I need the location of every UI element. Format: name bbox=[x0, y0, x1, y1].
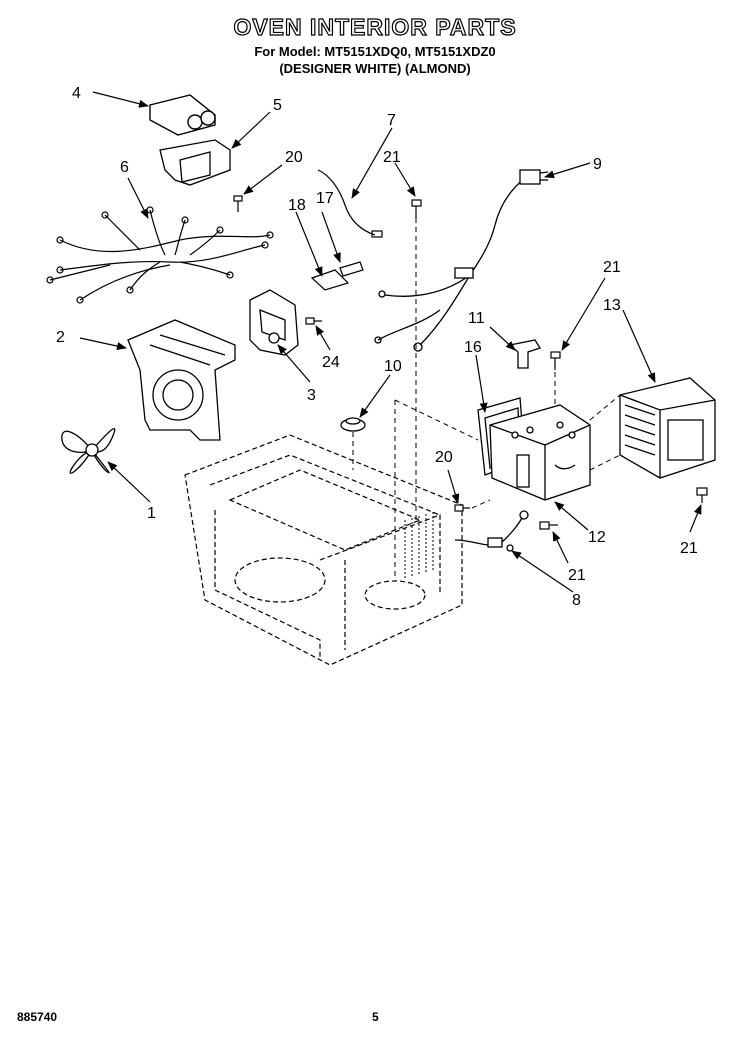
capacitor bbox=[149, 94, 216, 136]
wire-7 bbox=[317, 169, 383, 238]
callout-8: 8 bbox=[572, 592, 581, 609]
callout-20-lower: 20 bbox=[435, 449, 453, 466]
callout-11: 11 bbox=[468, 310, 485, 327]
callout-7: 7 bbox=[387, 112, 396, 129]
callout-5: 5 bbox=[273, 97, 282, 114]
callout-12: 12 bbox=[588, 529, 606, 546]
callout-18: 18 bbox=[288, 197, 306, 214]
thermal-fuse bbox=[508, 339, 541, 369]
callout-21-top: 21 bbox=[383, 149, 401, 166]
callout-17: 17 bbox=[316, 190, 334, 207]
callout-21-right-upper: 21 bbox=[603, 259, 621, 276]
callout-13: 13 bbox=[603, 297, 621, 314]
diode bbox=[454, 510, 529, 552]
callout-6: 6 bbox=[120, 159, 129, 176]
fan-bracket bbox=[127, 319, 236, 441]
callout-16: 16 bbox=[464, 339, 482, 356]
callout-21-lower: 21 bbox=[568, 567, 586, 584]
callout-21-far-right: 21 bbox=[680, 540, 698, 557]
screw-far-right bbox=[696, 487, 708, 503]
magnetron bbox=[619, 377, 716, 479]
power-cord bbox=[374, 169, 549, 352]
screw-lower bbox=[454, 504, 470, 512]
oven-cavity-vent bbox=[404, 512, 434, 580]
page-number: 5 bbox=[372, 1010, 379, 1024]
capacitor-bracket bbox=[159, 139, 231, 186]
callout-1: 1 bbox=[147, 505, 156, 522]
magnetron-mount-12 bbox=[489, 404, 591, 501]
callout-leaders bbox=[79, 91, 702, 593]
oven-cavity bbox=[184, 434, 463, 666]
page-title: OVEN INTERIOR PARTS bbox=[233, 13, 517, 40]
wire-harness bbox=[46, 206, 274, 304]
callout-24: 24 bbox=[322, 354, 340, 371]
thermal-cutout bbox=[340, 417, 366, 432]
callout-9: 9 bbox=[593, 156, 602, 173]
model-colors: (DESIGNER WHITE) (ALMOND) bbox=[279, 61, 471, 76]
fan-blade bbox=[61, 427, 116, 474]
bracket-3 bbox=[249, 289, 299, 356]
screw-24 bbox=[305, 317, 322, 325]
callout-20-upper: 20 bbox=[285, 149, 303, 166]
callout-2: 2 bbox=[56, 329, 65, 346]
screw-upper-right bbox=[550, 351, 561, 370]
callout-3: 3 bbox=[307, 387, 316, 404]
document-number: 885740 bbox=[17, 1010, 58, 1024]
model-numbers: For Model: MT5151XDQ0, MT5151XDZ0 bbox=[254, 44, 496, 59]
screw-upper bbox=[233, 195, 243, 212]
assembly-reference-lines bbox=[352, 218, 621, 580]
callout-10: 10 bbox=[384, 358, 402, 375]
callout-4: 4 bbox=[72, 85, 81, 102]
screw-top-center bbox=[411, 199, 422, 218]
fuse bbox=[339, 261, 364, 277]
callout-numbers: 4 5 6 20 7 21 9 17 18 21 13 2 11 16 24 1… bbox=[56, 85, 698, 609]
screw-lower-middle bbox=[539, 521, 558, 530]
